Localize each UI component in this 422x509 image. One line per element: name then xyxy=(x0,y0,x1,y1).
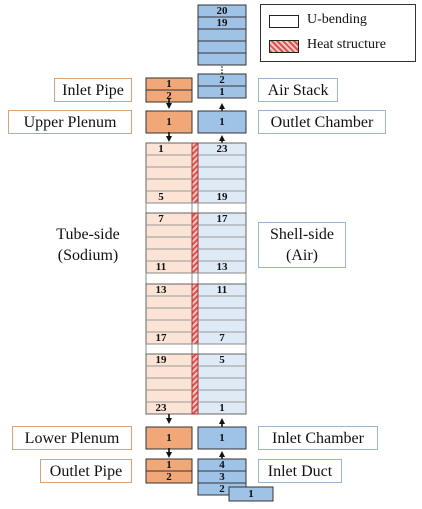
inlet-pipe-cell-label: 1 xyxy=(166,78,172,90)
tube-node-label: 13 xyxy=(156,284,168,296)
flow-arrow-up xyxy=(219,103,225,109)
outlet-chamber-box xyxy=(197,110,247,134)
inlet-duct-cell-label: 2 xyxy=(219,483,225,495)
u-bending-swatch xyxy=(269,15,299,28)
flow-arrow-down xyxy=(166,136,172,142)
tube-node-label: 19 xyxy=(156,354,168,366)
flow-arrow-up xyxy=(219,135,225,141)
flow-arrow-up xyxy=(219,418,225,424)
inlet-chamber-box xyxy=(197,426,247,450)
inlet-pipe-cell-label: 2 xyxy=(166,90,172,102)
tube-side-label: Tube-side (Sodium) xyxy=(44,222,132,268)
inlet-chamber-cell-label: 1 xyxy=(219,432,225,444)
heat-structure-strip xyxy=(191,212,199,274)
continuation-dot xyxy=(221,66,223,68)
lower-plenum-cell-label: 1 xyxy=(166,432,172,444)
air-stack-label: Air Stack xyxy=(258,78,338,102)
inlet-pipe-label: Inlet Pipe xyxy=(54,78,132,102)
u-bending-gap xyxy=(191,272,199,285)
shell-node-label: 17 xyxy=(217,213,229,225)
shell-node-label: 23 xyxy=(217,143,229,155)
upper-plenum-cell-label: 1 xyxy=(166,116,172,128)
u-bending-gap xyxy=(191,202,199,214)
outlet-chamber-label: Outlet Chamber xyxy=(258,110,386,134)
heat-structure-swatch xyxy=(269,40,299,53)
heat-structure-strip xyxy=(191,142,199,204)
legend: U-bending Heat structure xyxy=(260,4,416,62)
shell-node-label: 7 xyxy=(219,332,225,344)
heat-structure-strip xyxy=(191,353,199,415)
outlet-pipe-label: Outlet Pipe xyxy=(40,459,132,483)
shell-section-box xyxy=(197,283,247,345)
shell-node-label: 5 xyxy=(219,354,225,366)
shell-node-label: 13 xyxy=(217,261,229,273)
tube-section-box xyxy=(145,353,193,415)
tube-node-label: 17 xyxy=(156,332,168,344)
tube-node-label: 7 xyxy=(158,213,164,225)
u-bending-gap xyxy=(197,272,247,285)
u-bending-gap xyxy=(197,202,247,214)
continuation-dot xyxy=(221,69,223,71)
air-stack-cell-label: 2 xyxy=(219,74,225,86)
inlet-duct-end-box xyxy=(228,486,274,502)
outlet-pipe-cell-label: 1 xyxy=(166,459,172,471)
air-stack-cell-label: 20 xyxy=(217,5,229,17)
flow-arrow-down xyxy=(166,103,172,109)
heat-structure-strip xyxy=(191,283,199,345)
inlet-duct-cell-label: 4 xyxy=(219,459,225,471)
upper-plenum-label: Upper Plenum xyxy=(8,110,132,134)
flow-arrow-down xyxy=(166,418,172,424)
tube-node-label: 23 xyxy=(156,402,168,414)
tube-node-label: 1 xyxy=(158,143,164,155)
flow-arrow-down xyxy=(166,452,172,458)
outlet-chamber-cell-label: 1 xyxy=(219,116,225,128)
u-bending-gap xyxy=(145,202,193,214)
tube-node-label: 11 xyxy=(156,261,166,273)
shell-side-label: Shell-side (Air) xyxy=(258,222,346,268)
u-bending-gap xyxy=(145,272,193,285)
shell-node-label: 1 xyxy=(219,402,225,414)
u-bending-gap xyxy=(197,343,247,355)
air-stack-cell-label: 1 xyxy=(219,86,225,98)
shell-node-label: 11 xyxy=(217,284,227,296)
air-stack-upper-box xyxy=(197,4,247,66)
outlet-pipe-cell-label: 2 xyxy=(166,471,172,483)
lower-plenum-label: Lower Plenum xyxy=(12,426,132,450)
u-bending-gap xyxy=(191,343,199,355)
flow-arrow-up xyxy=(219,451,225,457)
tube-section-box xyxy=(145,212,193,274)
continuation-dot xyxy=(221,72,223,74)
inlet-duct-label: Inlet Duct xyxy=(258,459,342,483)
shell-node-label: 19 xyxy=(217,191,229,203)
air-stack-cell-label: 19 xyxy=(217,17,229,29)
tube-section-box xyxy=(145,283,193,345)
inlet-duct-cell-label: 3 xyxy=(219,471,225,483)
u-bending-gap xyxy=(145,343,193,355)
legend-u-bending-label: U-bending xyxy=(307,12,367,27)
tube-node-label: 5 xyxy=(158,191,164,203)
legend-heat-structure-label: Heat structure xyxy=(307,37,386,52)
inlet-duct-cell-label: 1 xyxy=(248,488,254,500)
tube-section-box xyxy=(145,142,193,204)
inlet-chamber-label: Inlet Chamber xyxy=(258,426,378,450)
shell-section-box xyxy=(197,353,247,415)
